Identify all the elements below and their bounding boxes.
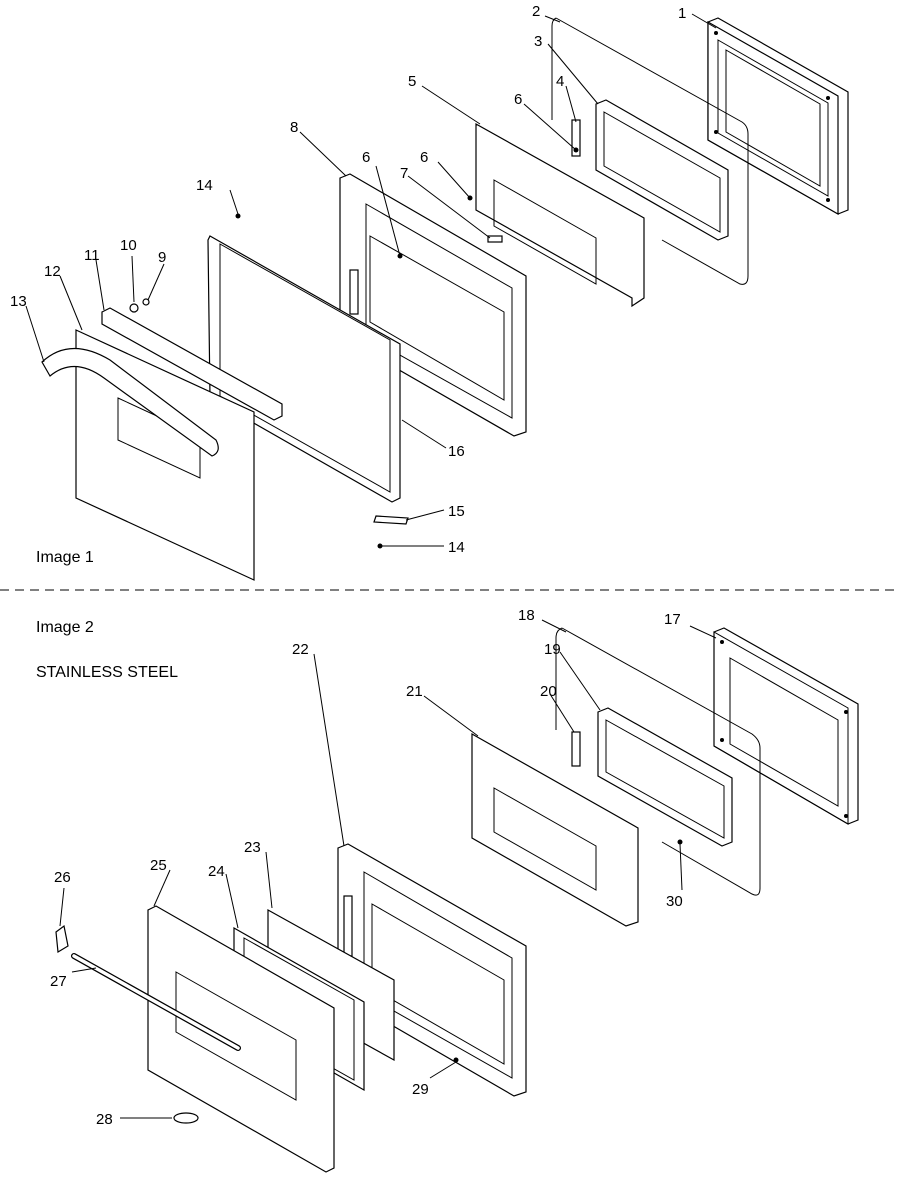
callout-13: 13 bbox=[10, 293, 27, 310]
part-26-end-cap bbox=[55, 924, 69, 954]
part-28-badge bbox=[173, 1112, 199, 1124]
part-30-screw bbox=[677, 839, 683, 845]
part-13-handle bbox=[41, 347, 219, 457]
image-2-leader-lines bbox=[59, 619, 717, 1119]
callout-15: 15 bbox=[448, 503, 465, 520]
part-16-glass-frame bbox=[207, 235, 401, 503]
part-5-panel bbox=[475, 122, 645, 308]
callout-6: 6 bbox=[362, 149, 370, 166]
callout-25: 25 bbox=[150, 857, 167, 874]
callout-12: 12 bbox=[44, 263, 61, 280]
callout-22: 22 bbox=[292, 641, 309, 658]
part-22-door-liner bbox=[337, 843, 527, 1097]
callout-5: 5 bbox=[408, 73, 416, 90]
image-1-caption: Image 1 bbox=[36, 549, 94, 566]
callout-2: 2 bbox=[532, 3, 540, 20]
part-4-bracket bbox=[571, 119, 581, 157]
part-1-outer-frame bbox=[707, 17, 849, 216]
callout-30: 30 bbox=[666, 893, 683, 910]
callout-1: 1 bbox=[678, 5, 686, 22]
callout-23: 23 bbox=[244, 839, 261, 856]
part-7-clip bbox=[487, 235, 503, 243]
callout-21: 21 bbox=[406, 683, 423, 700]
part-18-gasket bbox=[555, 627, 761, 896]
callout-6: 6 bbox=[514, 91, 522, 108]
callout-24: 24 bbox=[208, 863, 225, 880]
part-27-handle-rod-highlight bbox=[72, 954, 240, 1050]
image-2-assembly: Image 2 STAINLESS STEEL bbox=[36, 607, 859, 1173]
image-1-callouts: 1 2 3 4 5 6 6 6 7 8 9 10 11 12 13 14 14 … bbox=[10, 3, 686, 556]
part-3-window-frame bbox=[595, 99, 729, 241]
callout-29: 29 bbox=[412, 1081, 429, 1098]
callout-7: 7 bbox=[400, 165, 408, 182]
part-21-panel bbox=[471, 732, 639, 927]
part-9-screw bbox=[142, 298, 150, 306]
part-17-outer-frame bbox=[713, 627, 859, 825]
image-2-callouts: 17 18 19 20 21 22 23 24 25 26 27 28 29 3… bbox=[50, 607, 683, 1128]
callout-14: 14 bbox=[196, 177, 213, 194]
image-1-leader-lines bbox=[25, 13, 717, 547]
part-2-gasket bbox=[551, 17, 749, 285]
image-2-caption: Image 2 bbox=[36, 619, 94, 636]
callout-4: 4 bbox=[556, 73, 564, 90]
part-19-window-frame bbox=[597, 707, 733, 847]
part-14-screw bbox=[377, 543, 383, 549]
image-1-assembly: 1 2 3 4 5 6 6 6 7 8 9 10 11 12 13 14 14 … bbox=[10, 3, 849, 581]
callout-20: 20 bbox=[540, 683, 557, 700]
callout-3: 3 bbox=[534, 33, 542, 50]
callout-16: 16 bbox=[448, 443, 465, 460]
callout-8: 8 bbox=[290, 119, 298, 136]
callout-17: 17 bbox=[664, 611, 681, 628]
callout-27: 27 bbox=[50, 973, 67, 990]
callout-26: 26 bbox=[54, 869, 71, 886]
part-20-bracket bbox=[571, 731, 581, 767]
part-29-screw bbox=[453, 1057, 459, 1063]
part-14-screw bbox=[235, 213, 241, 219]
part-15-strip bbox=[373, 515, 409, 525]
part-10-washer bbox=[129, 303, 139, 313]
callout-6: 6 bbox=[420, 149, 428, 166]
callout-10: 10 bbox=[120, 237, 137, 254]
callout-9: 9 bbox=[158, 249, 166, 266]
part-11-trim-bar bbox=[101, 307, 283, 421]
image-2-subtitle: STAINLESS STEEL bbox=[36, 664, 178, 681]
callout-11: 11 bbox=[84, 247, 100, 264]
callout-18: 18 bbox=[518, 607, 535, 624]
callout-28: 28 bbox=[96, 1111, 113, 1128]
callout-19: 19 bbox=[544, 641, 561, 658]
callout-14: 14 bbox=[448, 539, 465, 556]
